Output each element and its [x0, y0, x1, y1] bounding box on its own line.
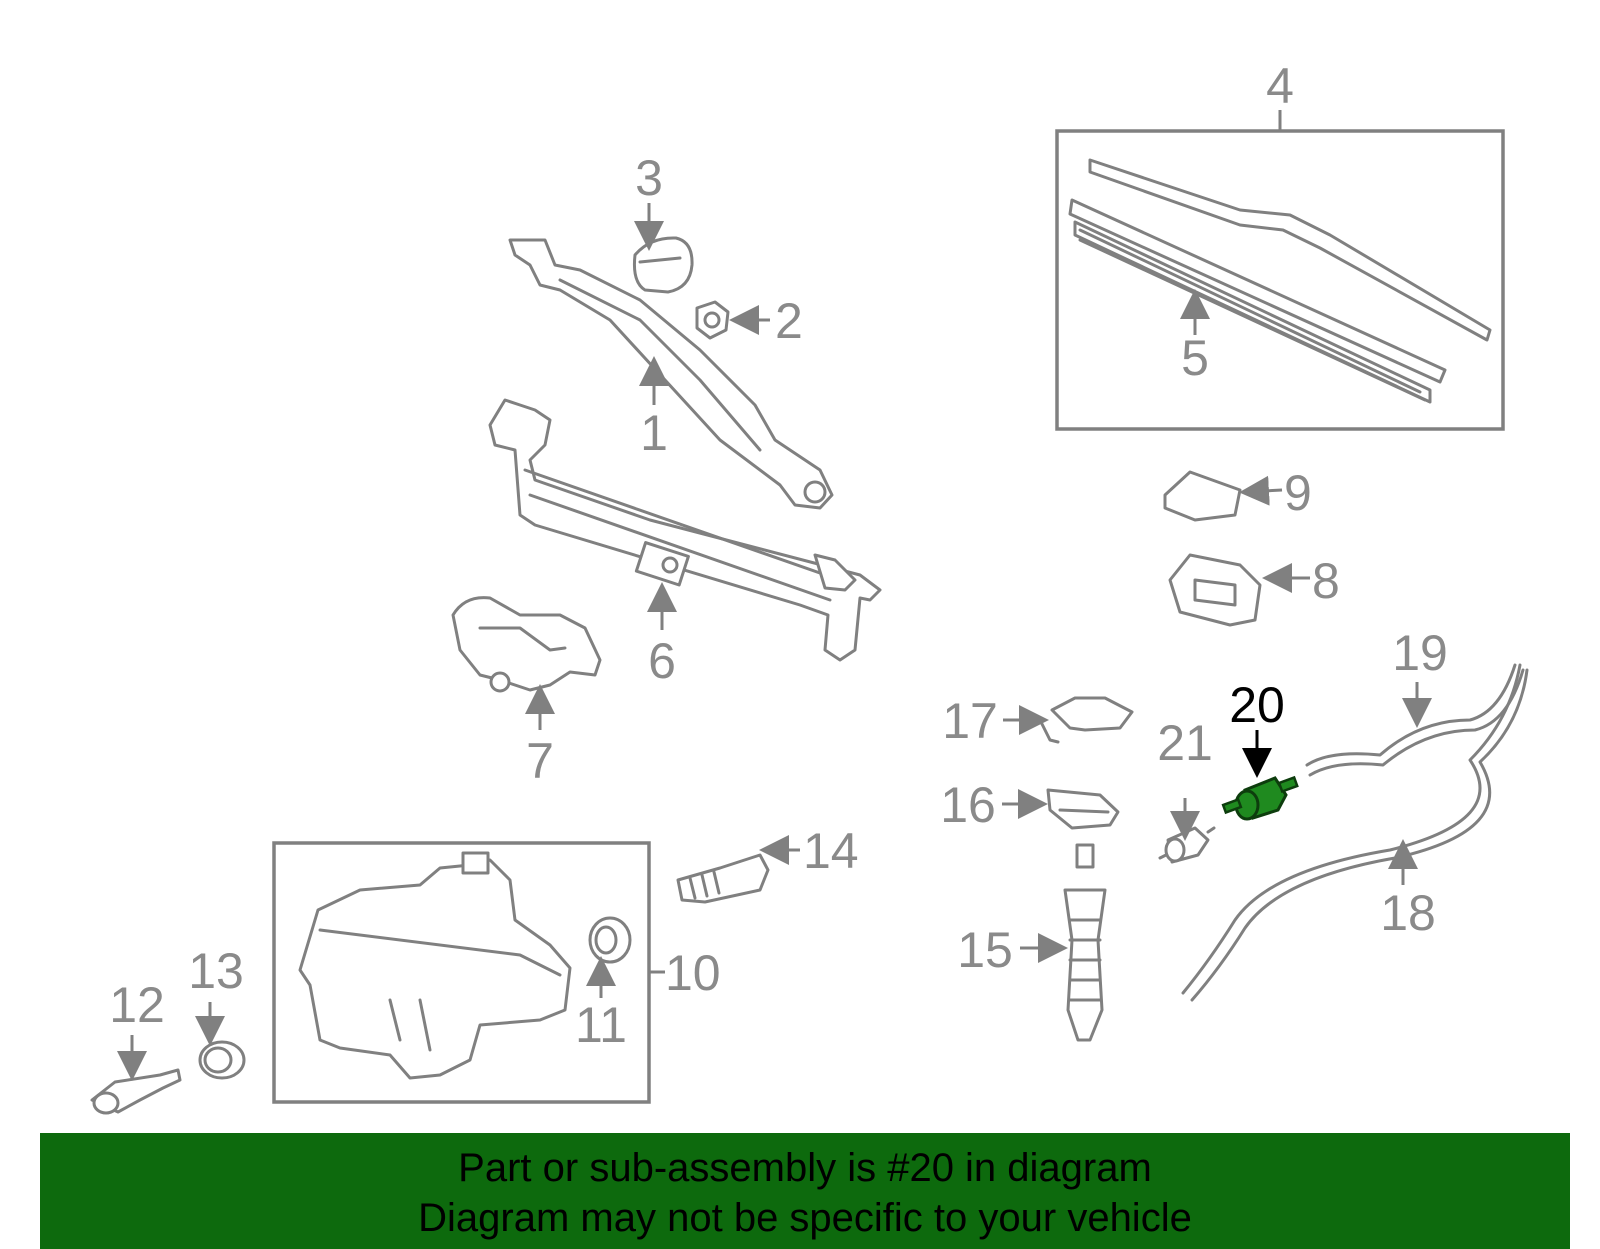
info-banner: Part or sub-assembly is #20 in diagram D… — [40, 1133, 1570, 1249]
cap-part[interactable] — [633, 236, 694, 294]
washer-nozzle-part[interactable] — [1063, 843, 1107, 1042]
check-valve-nipple — [1221, 797, 1243, 815]
callout-14: 14 — [803, 823, 859, 879]
callout-13: 13 — [188, 943, 244, 999]
leader-9 — [1239, 475, 1283, 506]
cover-part[interactable] — [1163, 470, 1242, 522]
seal-part[interactable] — [198, 1040, 246, 1080]
callout-9: 9 — [1284, 465, 1312, 521]
callout-10: 10 — [665, 945, 721, 1001]
callout-18: 18 — [1380, 885, 1436, 941]
grommet-part[interactable] — [588, 916, 632, 964]
washer-pump-part[interactable] — [90, 1068, 182, 1115]
wiper-blade-part[interactable] — [1068, 158, 1492, 404]
callout-2: 2 — [775, 293, 803, 349]
callout-6: 6 — [648, 633, 676, 689]
callout-17: 17 — [942, 693, 998, 749]
callout-20: 20 — [1229, 677, 1285, 733]
callout-19: 19 — [1392, 625, 1448, 681]
callout-7: 7 — [526, 733, 554, 789]
nozzle-cap-part[interactable] — [1038, 696, 1134, 744]
check-valve-nipple-right — [1277, 775, 1299, 794]
callout-3: 3 — [635, 150, 663, 206]
clip-part[interactable] — [1046, 788, 1120, 830]
banner-line-1: Part or sub-assembly is #20 in diagram — [458, 1146, 1152, 1190]
callout-8: 8 — [1312, 553, 1340, 609]
nut-part[interactable] — [695, 300, 730, 340]
wiper-rubber-insert-part[interactable] — [1078, 238, 1427, 402]
callout-5: 5 — [1181, 330, 1209, 386]
callout-11: 11 — [575, 997, 627, 1053]
callout-16: 16 — [940, 777, 996, 833]
wiper-linkage-part[interactable] — [488, 398, 882, 662]
check-valve-part[interactable] — [1221, 775, 1299, 821]
bracket-part[interactable] — [1168, 553, 1262, 627]
callout-15: 15 — [957, 922, 1013, 978]
wiper-arm-part[interactable] — [508, 238, 834, 510]
wiper-motor-part[interactable] — [451, 596, 602, 693]
washer-hose-upper-part[interactable] — [1305, 663, 1525, 777]
banner-line-2: Diagram may not be specific to your vehi… — [418, 1196, 1192, 1240]
callout-21: 21 — [1157, 715, 1213, 771]
washer-reservoir-part[interactable] — [298, 851, 572, 1080]
callout-1: 1 — [640, 405, 668, 461]
callout-4: 4 — [1266, 58, 1294, 114]
level-sensor-part[interactable] — [676, 853, 770, 904]
callout-12: 12 — [109, 977, 165, 1033]
connector-part[interactable] — [1158, 826, 1216, 864]
